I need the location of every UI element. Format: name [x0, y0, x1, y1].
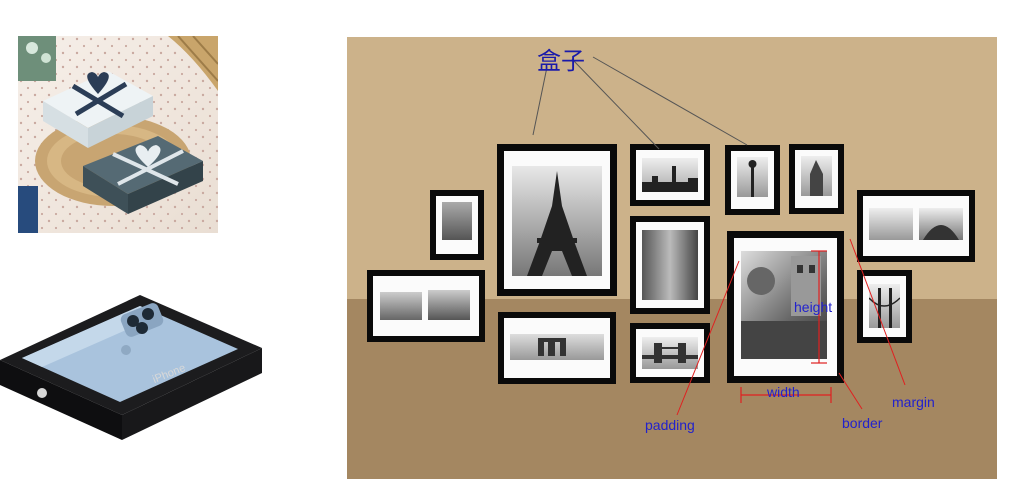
- box-model-wall-diagram: 盒子 padding width height border margin: [347, 37, 997, 479]
- frame-tower-bridge: [630, 323, 710, 383]
- frame-street: [630, 216, 710, 314]
- label-margin: margin: [892, 394, 935, 410]
- frame-london-skyline: [630, 144, 710, 206]
- iphone-box-photo: iPhone: [0, 250, 268, 490]
- frame-golden-gate: [857, 270, 912, 343]
- frame-staircase: [430, 190, 484, 260]
- frame-colosseum-arch: [367, 270, 485, 342]
- frame-lamppost: [725, 145, 780, 215]
- label-width: width: [767, 384, 800, 400]
- gift-box-photo: [18, 36, 218, 233]
- iphone-box-illustration: [0, 295, 262, 440]
- frame-stonehenge: [498, 312, 616, 384]
- frame-eiffel-tower: [497, 144, 617, 296]
- frame-arch-dome: [857, 190, 975, 262]
- diagram-title: 盒子: [537, 47, 585, 75]
- label-border: border: [842, 415, 883, 431]
- gift-box-illustration: [18, 36, 218, 233]
- frame-church: [789, 144, 844, 214]
- label-padding: padding: [645, 417, 695, 433]
- label-height: height: [794, 299, 833, 315]
- frame-venice-boxmodel: [727, 231, 844, 383]
